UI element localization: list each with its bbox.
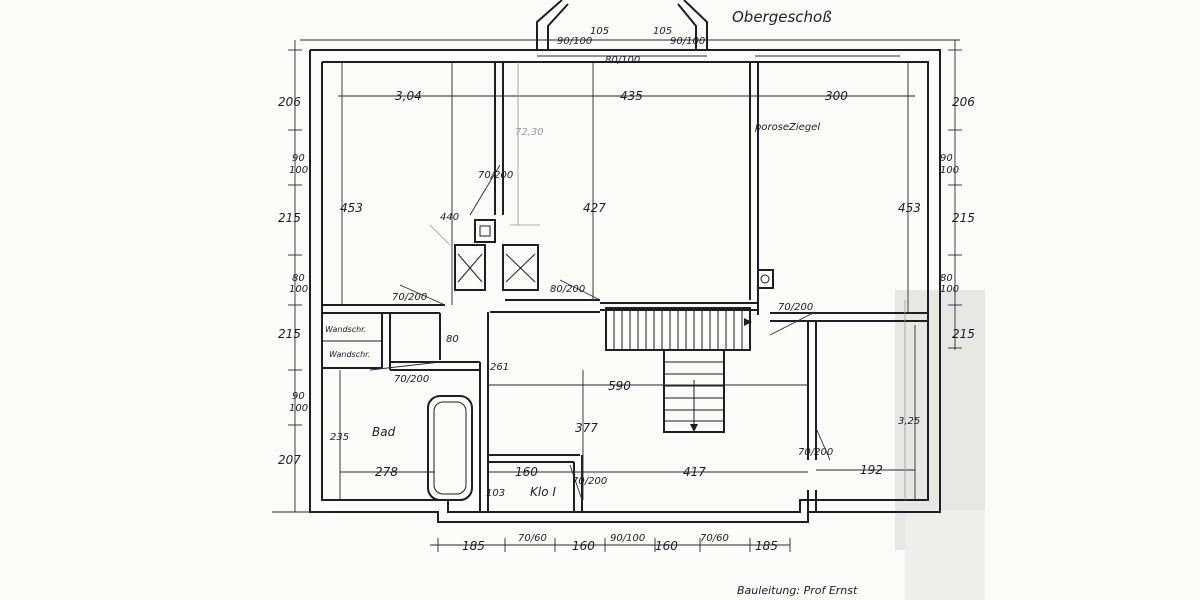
dim-right-room-height: 453 <box>898 201 921 215</box>
pencil-note: 72,30 <box>515 127 544 138</box>
dim-right-2: 100 <box>940 165 959 176</box>
paper-patch-bottom <box>905 510 985 600</box>
dim-left-7: 90 <box>292 391 305 402</box>
dim-103: 103 <box>486 488 505 499</box>
dim-bottom-1: 70/60 <box>518 533 547 544</box>
door-label-6: 70/200 <box>798 447 833 458</box>
dim-hall-height: 377 <box>575 421 598 435</box>
dim-right-5: 100 <box>940 284 959 295</box>
door-label-2: 80/200 <box>550 284 585 295</box>
dim-room1-width: 3,04 <box>395 89 422 103</box>
dim-325: 3,25 <box>898 416 920 427</box>
dim-top-a: 90/100 <box>557 36 592 47</box>
door-label-4: 70/200 <box>778 302 813 313</box>
dim-room3-width: 300 <box>825 89 848 103</box>
dim-top-c: 105 <box>653 26 672 37</box>
dim-192: 192 <box>860 463 883 477</box>
dim-top-d: 90/100 <box>670 36 705 47</box>
staircase <box>605 307 752 433</box>
dimension-chains <box>272 39 962 552</box>
signature: Bauleitung: Prof Ernst <box>737 584 858 597</box>
dim-wc-width: 160 <box>515 465 538 479</box>
dim-top-b: 105 <box>590 26 609 37</box>
outer-walls <box>309 49 941 523</box>
dim-bath-width: 278 <box>375 465 398 479</box>
dim-right-0: 206 <box>952 95 975 109</box>
dim-left-9: 207 <box>278 453 301 467</box>
dim-chimney: 440 <box>440 212 459 223</box>
dim-left-8: 100 <box>289 403 308 414</box>
dim-261: 261 <box>490 362 509 373</box>
door-label-5: 70/200 <box>394 374 429 385</box>
dim-bottom-0: 185 <box>462 539 485 553</box>
dim-left-1: 90 <box>292 153 305 164</box>
dim-corridor-width: 80 <box>446 334 459 345</box>
door-label-3: 70/200 <box>392 292 427 303</box>
dim-left-0: 206 <box>278 95 301 109</box>
dim-left-room-height: 453 <box>340 201 363 215</box>
wardrobe-label-1: Wandschr. <box>325 325 366 334</box>
chimneys <box>454 219 774 291</box>
dim-right-1: 90 <box>940 153 953 164</box>
dim-bottom-6: 185 <box>755 539 778 553</box>
dim-left-4: 80 <box>292 273 305 284</box>
dim-bath-height: 235 <box>330 432 349 443</box>
dim-left-6: 215 <box>278 327 301 341</box>
material-note: poroseZiegel <box>754 122 820 133</box>
dim-right-4: 80 <box>940 273 953 284</box>
dim-mid-room-height: 427 <box>583 201 606 215</box>
door-label-7: 70/200 <box>572 476 607 487</box>
dim-top-e: 80/100 <box>605 55 640 66</box>
dimension-lines <box>338 62 916 501</box>
dim-left-3: 215 <box>278 211 301 225</box>
door-label-1: 70/200 <box>478 170 513 181</box>
bay-window <box>536 0 708 50</box>
bathtub <box>427 395 473 501</box>
dim-right-6: 215 <box>952 327 975 341</box>
dim-left-5: 100 <box>289 284 308 295</box>
dim-bottom-3: 90/100 <box>610 533 645 544</box>
dim-bottom-4: 160 <box>655 539 678 553</box>
room-bath-label: Bad <box>372 425 396 439</box>
dim-right-3: 215 <box>952 211 975 225</box>
dim-left-2: 100 <box>289 165 308 176</box>
room-wc-label: Klo I <box>530 485 556 499</box>
wardrobe-label-2: Wandschr. <box>329 350 370 359</box>
dim-hall-width: 590 <box>608 379 631 393</box>
interior-walls <box>321 62 928 512</box>
dim-room2-width: 435 <box>620 89 643 103</box>
dim-bottom-2: 160 <box>572 539 595 553</box>
dim-bottom-5: 70/60 <box>700 533 729 544</box>
plan-title: Obergeschoß <box>732 8 832 26</box>
dim-417: 417 <box>683 465 706 479</box>
